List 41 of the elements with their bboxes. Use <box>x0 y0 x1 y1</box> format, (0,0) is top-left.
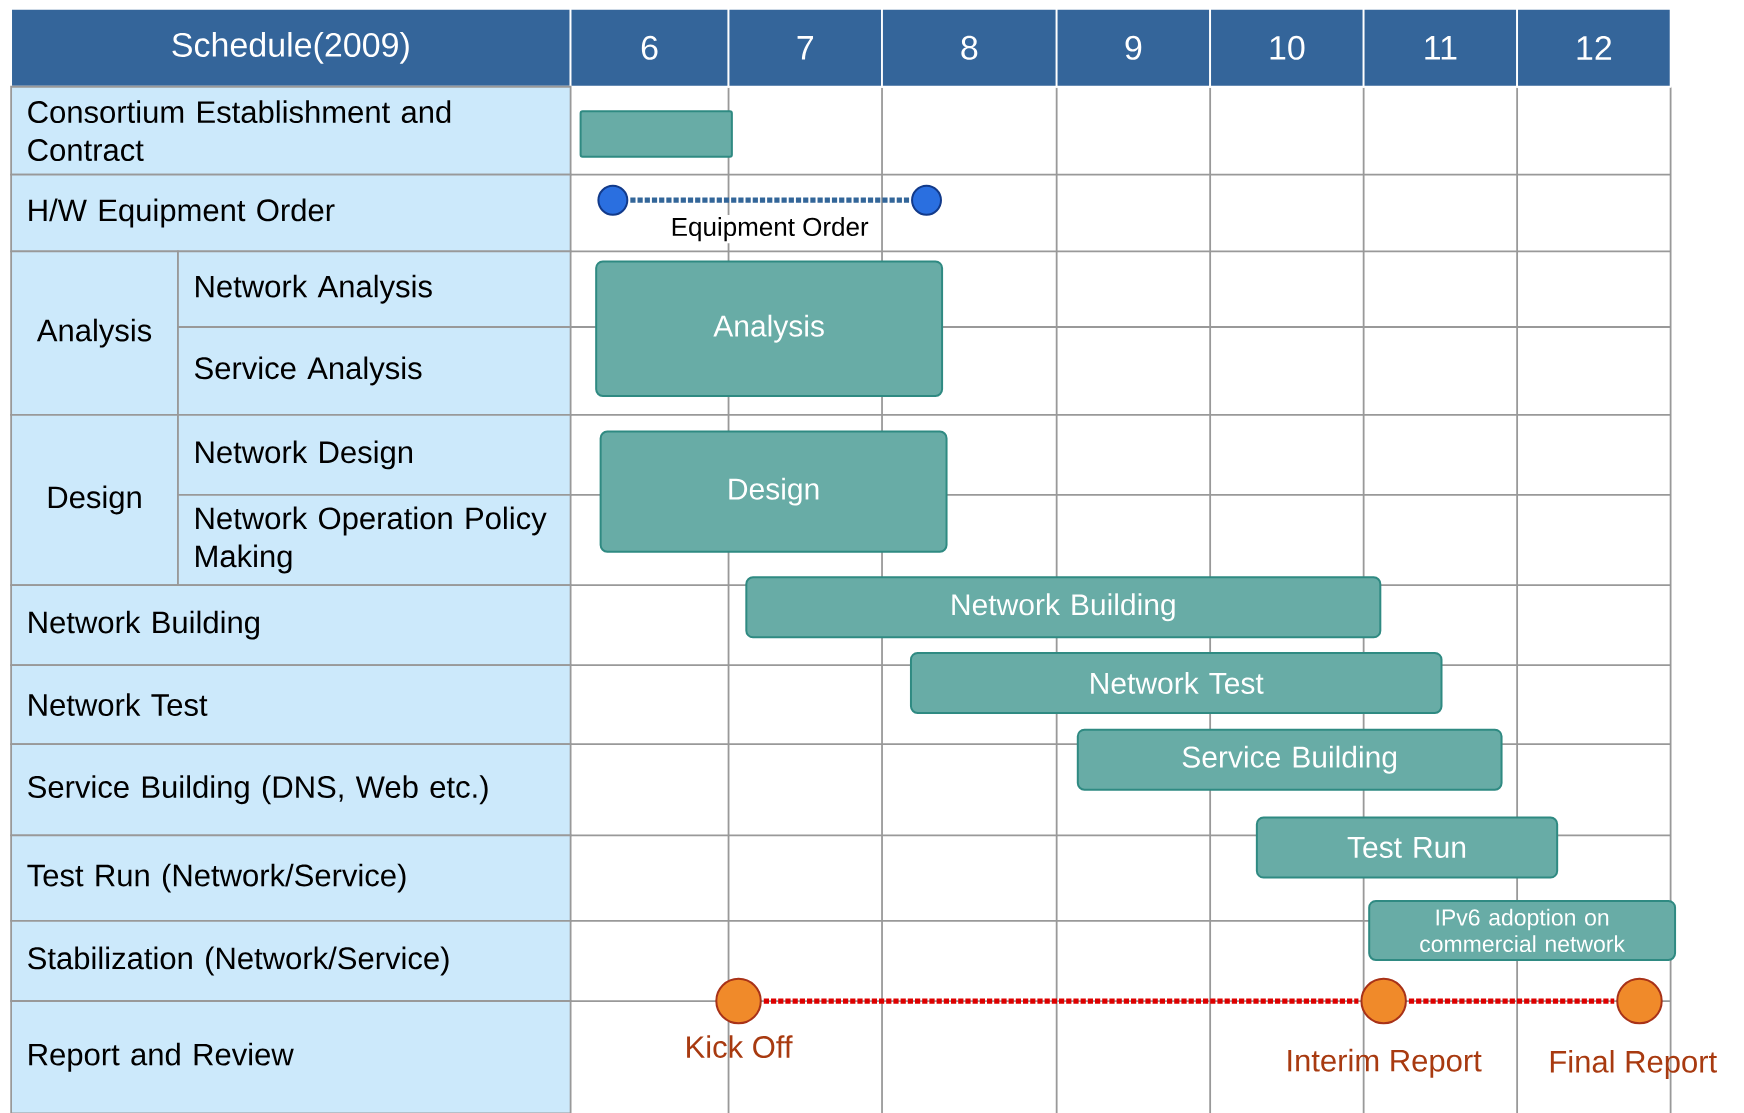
gantt-bar: Network Building <box>745 576 1382 639</box>
milestone-label: Interim Report <box>1288 1048 1482 1078</box>
gantt-bar: Network Test <box>909 651 1443 714</box>
milestone-label: Final Report <box>1550 1049 1717 1079</box>
gantt-bar: IPv6 adoption on commercial network <box>1368 899 1677 961</box>
milestone-marker <box>1360 977 1407 1025</box>
gantt-bar: Analysis <box>595 260 944 397</box>
row-label: Test Run (Network/Service) <box>10 834 572 922</box>
connector <box>1408 998 1615 1004</box>
row-label: H/W Equipment Order <box>10 173 572 253</box>
edge-label: Equipment Order <box>668 214 871 244</box>
gantt-bar <box>579 110 733 158</box>
row-label: Design <box>10 413 179 586</box>
month-header: 12 <box>1516 7 1672 88</box>
milestone-marker <box>1616 977 1663 1025</box>
row-label: Consortium Establishment and Contract <box>10 85 572 176</box>
row-label: Service Analysis <box>177 325 572 416</box>
month-header: 7 <box>727 7 883 88</box>
gantt-bar: Design <box>599 430 948 553</box>
row-label: Network Design <box>177 413 572 496</box>
row-label: Report and Review <box>10 999 572 1113</box>
connector <box>630 197 910 203</box>
month-header: 8 <box>881 7 1058 88</box>
month-header: 10 <box>1209 7 1365 88</box>
row-label: Analysis <box>10 250 179 416</box>
milestone-marker <box>911 184 942 216</box>
row-label: Network Building <box>10 584 572 666</box>
row-label: Network Analysis <box>177 250 572 328</box>
row-label: Network Test <box>10 664 572 745</box>
month-header: 6 <box>569 7 730 88</box>
connector <box>763 998 1359 1004</box>
month-header: 11 <box>1362 7 1519 88</box>
milestone-marker <box>597 184 629 216</box>
month-header: 9 <box>1055 7 1212 88</box>
row-label: Network Operation Policy Making <box>177 493 572 586</box>
milestone-label: Kick Off <box>687 1035 793 1058</box>
gantt-bar: Service Building <box>1076 728 1503 791</box>
milestone-marker <box>715 977 762 1025</box>
row-label: Service Building (DNS, Web etc.) <box>10 743 572 837</box>
gantt-bar: Test Run <box>1255 816 1559 879</box>
row-label: Stabilization (Network/Service) <box>10 919 572 1002</box>
